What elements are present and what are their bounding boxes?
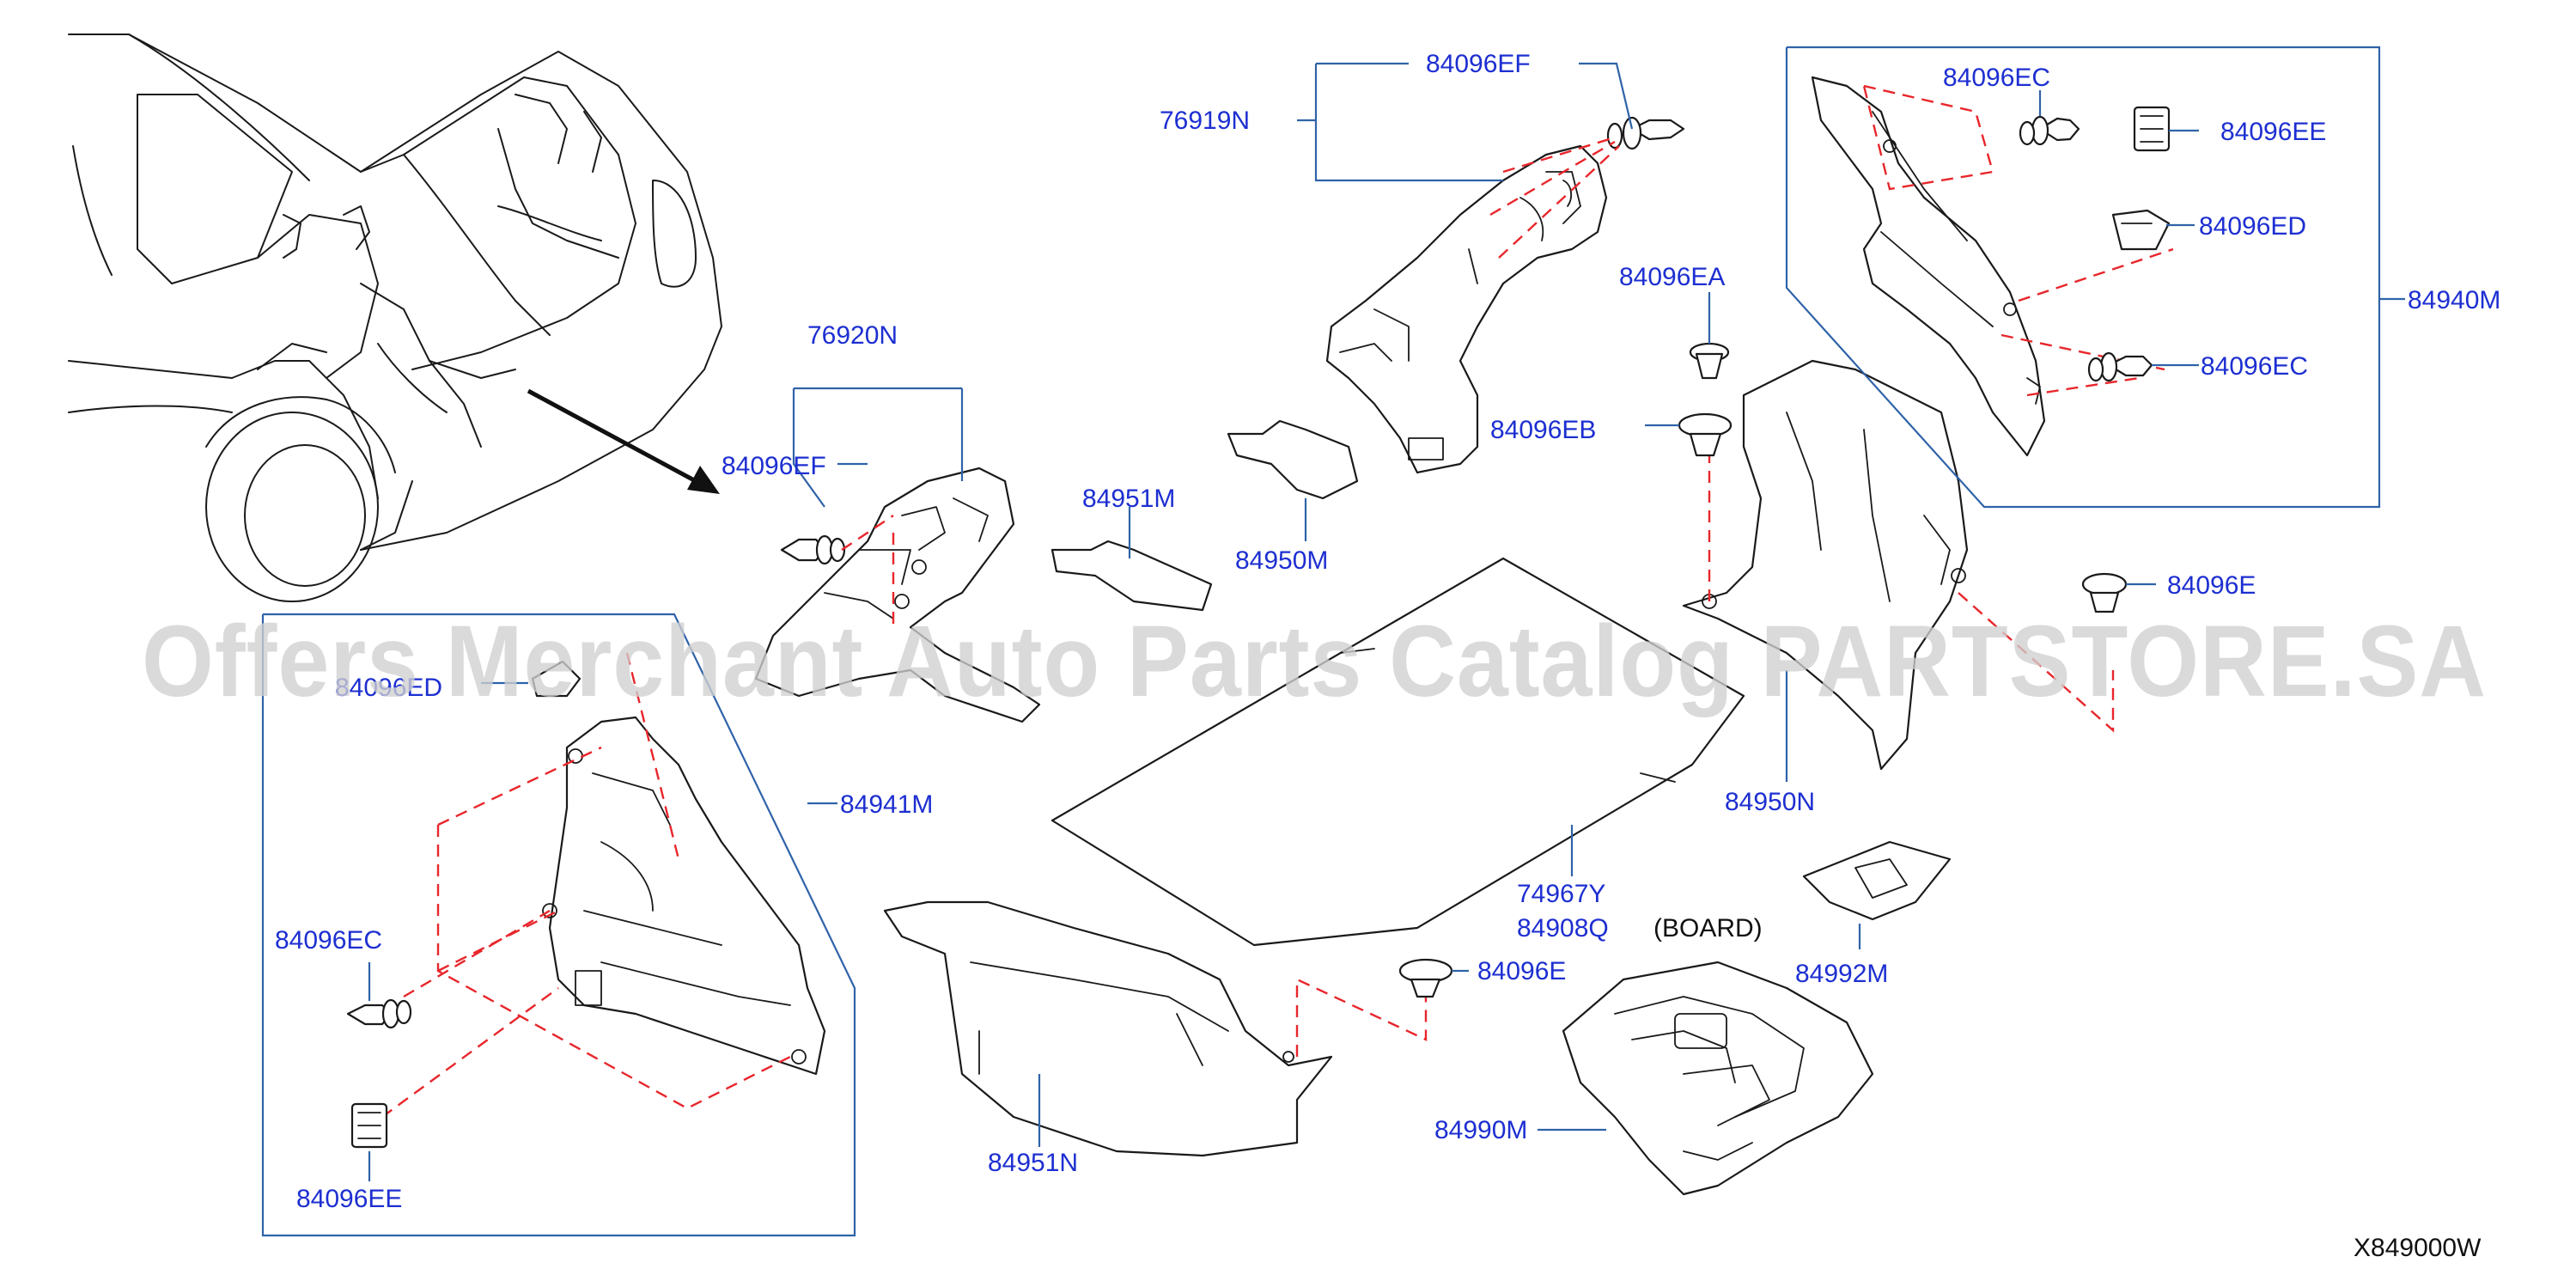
label-84096EE-left: 84096EE — [296, 1185, 402, 1213]
label-84096E-right: 84096E — [2167, 571, 2256, 600]
part-76919N-trim-panel — [1325, 144, 1608, 474]
clip-84096E-mid — [1398, 958, 1453, 998]
part-84950N-side-trim — [1682, 359, 1969, 771]
label-84096EC-left: 84096EC — [275, 926, 382, 955]
label-84992M: 84992M — [1795, 960, 1888, 988]
clip-84096ED-left — [531, 660, 582, 698]
watermark: Offers Merchant Auto Parts Catalog PARTS… — [142, 605, 2487, 718]
clip-84096EE-top — [2133, 106, 2171, 152]
label-84951N: 84951N — [988, 1149, 1078, 1177]
label-84096E-mid: 84096E — [1477, 957, 1566, 985]
label-84096EA: 84096EA — [1619, 263, 1725, 291]
label-84096EF-top: 84096EF — [1426, 50, 1531, 78]
part-84951M-mat — [1050, 540, 1213, 612]
diagram-code: X849000W — [2354, 1234, 2482, 1262]
part-84950M-mat — [1227, 419, 1359, 500]
label-84908Q: 84908Q — [1517, 914, 1609, 943]
clip-84096EC-left — [346, 998, 412, 1029]
label-84096ED-right: 84096ED — [2199, 212, 2306, 241]
label-84096EF-left: 84096EF — [722, 452, 826, 480]
group-boxes — [261, 46, 2381, 1237]
label-84941M: 84941M — [840, 790, 933, 819]
label-76920N: 76920N — [807, 321, 898, 350]
label-board: (BOARD) — [1653, 914, 1763, 943]
part-labels: 84096EF 76919N 76920N 84096EF 84951M 849… — [275, 50, 2500, 1262]
label-84951M: 84951M — [1082, 485, 1175, 513]
label-84950M: 84950M — [1235, 546, 1328, 575]
clip-84096EB — [1678, 412, 1733, 457]
clip-84096EC-top — [2019, 115, 2080, 146]
clip-84096ED-right — [2111, 209, 2171, 251]
label-84096EB: 84096EB — [1490, 416, 1596, 444]
clip-84096EE-left — [350, 1102, 388, 1149]
part-84951N-side-trim — [883, 900, 1333, 1157]
label-84096ED-left: 84096ED — [335, 674, 442, 702]
label-84096EC-top: 84096EC — [1943, 64, 2050, 92]
part-76920N-trim-panel — [754, 467, 1041, 723]
label-76919N: 76919N — [1160, 107, 1250, 135]
label-74967Y: 74967Y — [1517, 880, 1605, 908]
part-84941M-assembly — [542, 716, 826, 1076]
clip-84096EA — [1689, 342, 1730, 380]
label-84096EC-right: 84096EC — [2201, 352, 2308, 381]
part-84990M-storage-board — [1562, 961, 1874, 1196]
label-84096EE-top: 84096EE — [2220, 118, 2326, 146]
leader-lines — [368, 62, 2405, 1181]
label-84990M: 84990M — [1434, 1116, 1527, 1144]
car-rear-illustration — [68, 34, 722, 602]
part-84992M-tray — [1802, 840, 1952, 921]
clip-84096E-right — [2081, 572, 2128, 613]
part-74967Y-floor-board — [1050, 557, 1745, 947]
label-84940M: 84940M — [2408, 286, 2500, 314]
clip-84096EF-left — [780, 534, 846, 565]
part-84940M-assembly — [1811, 76, 2046, 457]
label-84950N: 84950N — [1725, 788, 1815, 816]
clip-84096EC-right — [2087, 351, 2153, 382]
clip-84096EF-top — [1606, 116, 1685, 150]
